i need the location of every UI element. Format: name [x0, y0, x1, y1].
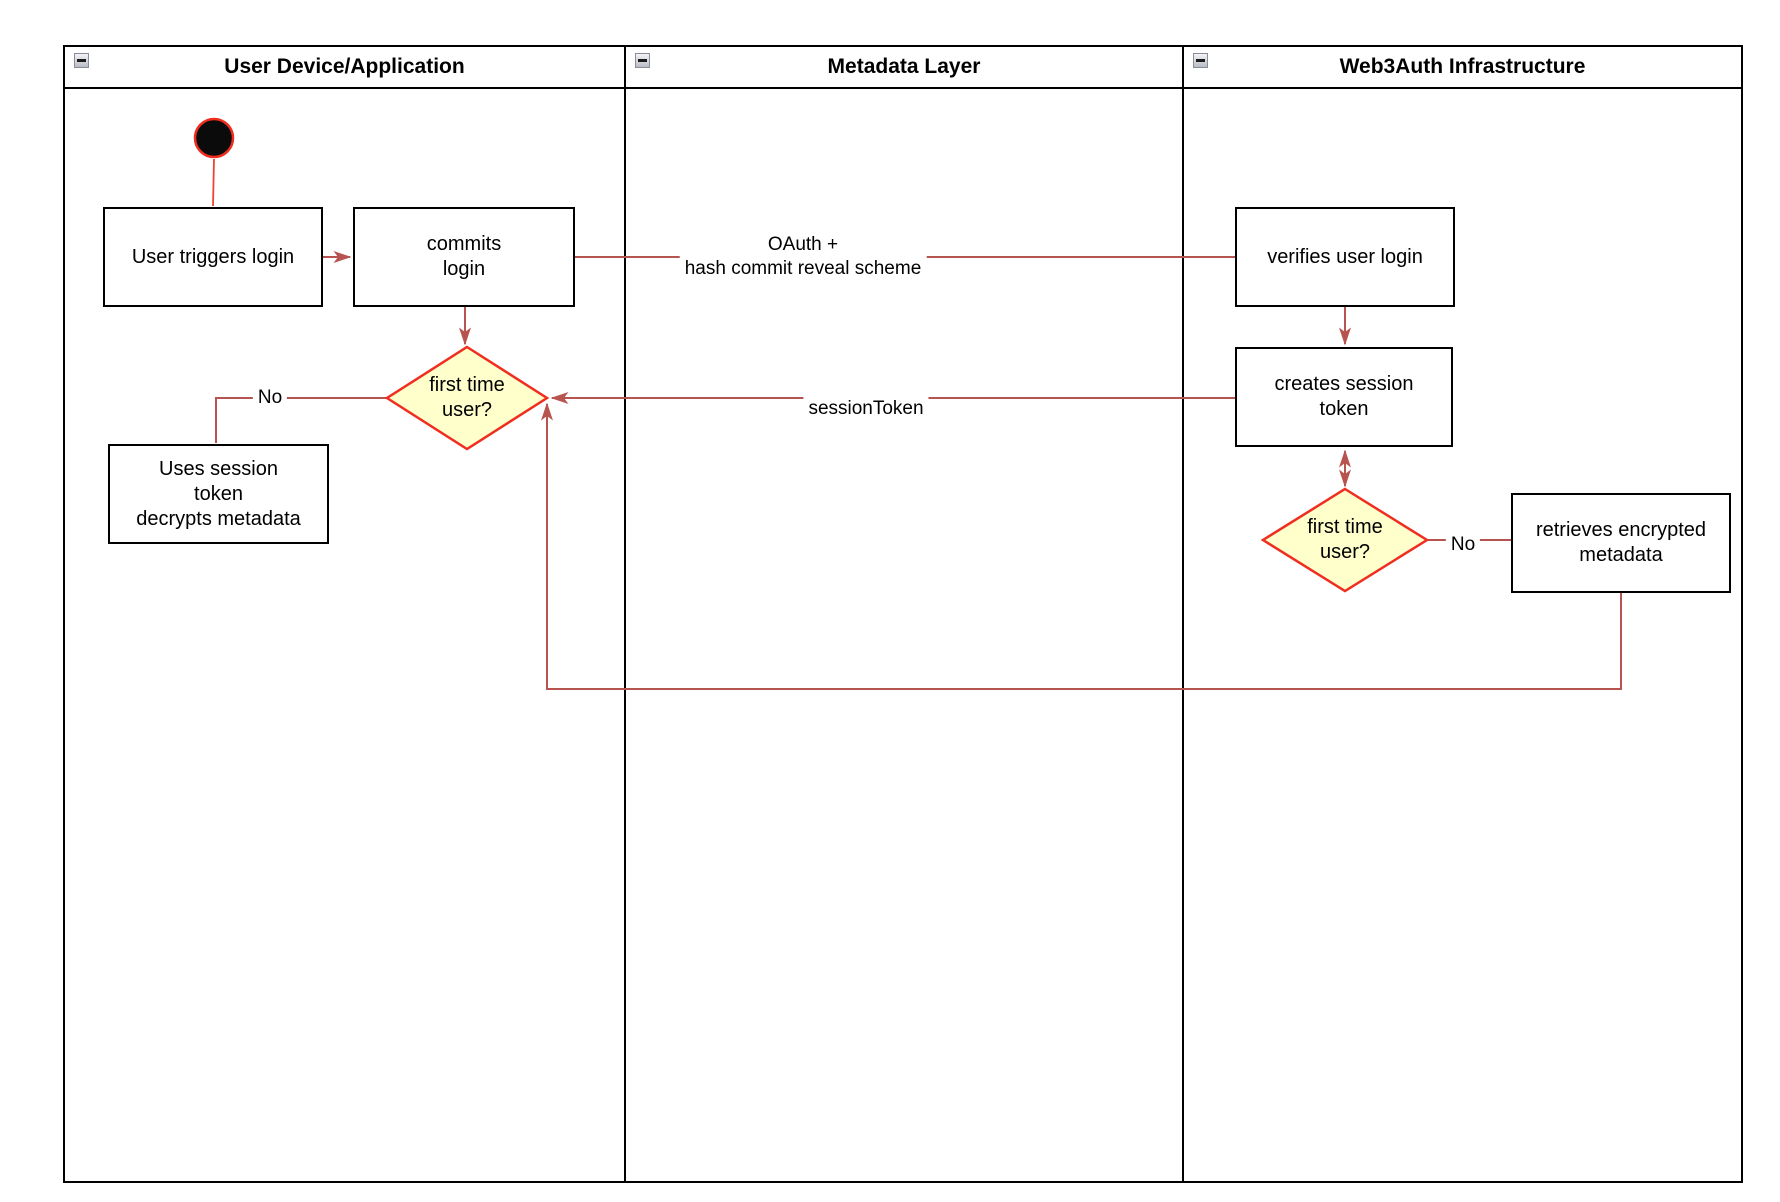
- lane-title: Web3Auth Infrastructure: [1339, 55, 1586, 78]
- collapse-minus-icon: [77, 59, 86, 62]
- node-verifies-user-login[interactable]: verifies user login: [1235, 207, 1455, 307]
- lane-title: Metadata Layer: [827, 55, 981, 78]
- node-commits-login[interactable]: commits login: [353, 207, 575, 307]
- lane-header-web3auth[interactable]: Web3Auth Infrastructure: [1184, 47, 1741, 89]
- collapse-lane-button[interactable]: [74, 53, 89, 68]
- edge-label-no-infra: No: [1445, 532, 1481, 558]
- node-uses-session-token[interactable]: Uses session token decrypts metadata: [108, 444, 329, 544]
- collapse-minus-icon: [1196, 59, 1205, 62]
- lane-header-user-device[interactable]: User Device/Application: [65, 47, 624, 89]
- node-creates-session-token[interactable]: creates session token: [1235, 347, 1453, 447]
- node-retrieves-encrypted-metadata[interactable]: retrieves encrypted metadata: [1511, 493, 1731, 593]
- lane-user-device[interactable]: User Device/Application: [65, 47, 624, 1181]
- collapse-lane-button[interactable]: [635, 53, 650, 68]
- collapse-lane-button[interactable]: [1193, 53, 1208, 68]
- edge-label-no-device: No: [252, 385, 288, 411]
- collapse-minus-icon: [638, 59, 647, 62]
- lane-title: User Device/Application: [224, 55, 465, 78]
- lane-header-metadata-layer[interactable]: Metadata Layer: [626, 47, 1182, 89]
- lane-metadata-layer[interactable]: Metadata Layer: [624, 47, 1182, 1181]
- node-user-triggers-login[interactable]: User triggers login: [103, 207, 323, 307]
- edge-label-oauth: OAuth + hash commit reveal scheme: [679, 232, 927, 282]
- edge-label-session-token: sessionToken: [803, 396, 929, 422]
